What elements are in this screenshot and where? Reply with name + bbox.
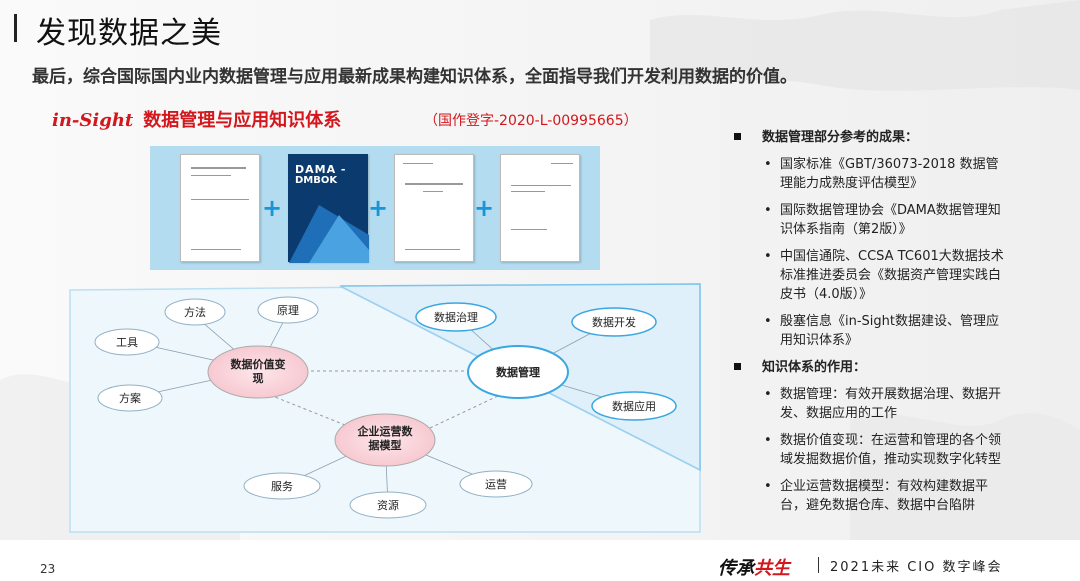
label-service: 服务 xyxy=(271,480,293,493)
label-data-development: 数据开发 xyxy=(592,315,636,329)
slogan-part-red: 共生 xyxy=(754,558,790,579)
node-data-management: 数据管理 xyxy=(467,345,569,399)
brand-name-cn: 数据管理与应用知识体系 xyxy=(143,110,342,131)
page-title: 发现数据之美 xyxy=(36,16,222,51)
brand-name-en: in-Sight xyxy=(52,110,134,131)
dama-title-line1: DAMA - xyxy=(295,163,347,176)
label-solution: 方案 xyxy=(119,391,141,405)
label-method: 方法 xyxy=(184,305,206,319)
node-resource xyxy=(349,491,427,519)
plus-icon: + xyxy=(474,194,495,222)
title-accent-bar xyxy=(14,14,17,42)
footer-bar xyxy=(0,540,1080,581)
right-text-panel: 数据管理部分参考的成果： 国家标准《GBT/36073-2018 数据管理能力成… xyxy=(730,128,1070,523)
svg-text:现: 现 xyxy=(253,372,264,385)
footer-divider xyxy=(818,557,819,573)
section-reference-results-title: 数据管理部分参考的成果： xyxy=(730,128,1070,147)
node-solution xyxy=(97,384,163,412)
conference-slogan-logo: 传承共生 xyxy=(718,554,790,580)
svg-text:数据管理: 数据管理 xyxy=(496,365,540,379)
page-number: 23 xyxy=(40,562,56,576)
label-data-governance: 数据治理 xyxy=(434,310,478,324)
book-cover-data-asset-whitepaper xyxy=(394,154,474,262)
slogan-part-black: 传承 xyxy=(718,558,754,579)
label-tool: 工具 xyxy=(116,336,138,349)
node-tool xyxy=(94,328,160,356)
node-data-development xyxy=(571,307,657,337)
reference-item: 殷塞信息《in-Sight数据建设、管理应用知识体系》 xyxy=(730,312,1010,350)
label-data-application: 数据应用 xyxy=(612,399,656,413)
registration-number: （国作登字-2020-L-00995665） xyxy=(424,113,638,129)
book-cover-dama-dmbok: DAMA - DMBOK xyxy=(288,154,369,263)
dama-cover-art xyxy=(289,205,369,263)
knowledge-system-title: in-Sight 数据管理与应用知识体系 xyxy=(52,106,341,132)
page-subtitle: 最后，综合国际国内业内数据管理与应用最新成果构建知识体系，全面指导我们开发利用数… xyxy=(32,67,797,87)
role-item: 数据管理：有效开展数据治理、数据开发、数据应用的工作 xyxy=(730,385,1010,423)
book-cover-gb-standard xyxy=(180,154,260,262)
reference-item: 国家标准《GBT/36073-2018 数据管理能力成熟度评估模型》 xyxy=(730,155,1010,193)
dama-title-line2: DMBOK xyxy=(295,175,338,186)
book-cover-insight-system xyxy=(500,154,580,262)
node-service xyxy=(243,472,321,500)
svg-text:数据价值变: 数据价值变 xyxy=(231,357,286,371)
plus-icon: + xyxy=(262,194,283,222)
conference-name: 2021未来 CIO 数字峰会 xyxy=(830,560,1003,575)
svg-text:据模型: 据模型 xyxy=(369,438,402,452)
node-principle xyxy=(257,296,319,324)
label-principle: 原理 xyxy=(277,304,299,317)
knowledge-system-diagram: 数据价值变 现 数据管理 企业运营数 据模型 方法 原理 工具 方案 数据治理 … xyxy=(69,283,701,533)
label-operation: 运营 xyxy=(485,477,507,491)
node-data-governance xyxy=(415,302,497,332)
section-system-role-title: 知识体系的作用： xyxy=(730,358,1070,377)
label-resource: 资源 xyxy=(377,498,399,512)
node-operation xyxy=(459,470,533,498)
node-data-value-realization: 数据价值变 现 xyxy=(207,345,309,399)
node-enterprise-data-model: 企业运营数 据模型 xyxy=(334,413,436,467)
plus-icon: + xyxy=(368,194,389,222)
reference-item: 中国信通院、CCSA TC601大数据技术标准推进委员会《数据资产管理实践白皮书… xyxy=(730,247,1010,304)
reference-item: 国际数据管理协会《DAMA数据管理知识体系指南（第2版）》 xyxy=(730,201,1010,239)
reference-books-panel: + DAMA - DMBOK + + xyxy=(150,146,600,270)
node-data-application xyxy=(591,391,677,421)
svg-text:企业运营数: 企业运营数 xyxy=(357,424,414,438)
role-item: 数据价值变现：在运营和管理的各个领域发掘数据价值，推动实现数字化转型 xyxy=(730,431,1010,469)
role-item: 企业运营数据模型：有效构建数据平台，避免数据仓库、数据中台陷阱 xyxy=(730,477,1010,515)
node-method xyxy=(164,298,226,326)
